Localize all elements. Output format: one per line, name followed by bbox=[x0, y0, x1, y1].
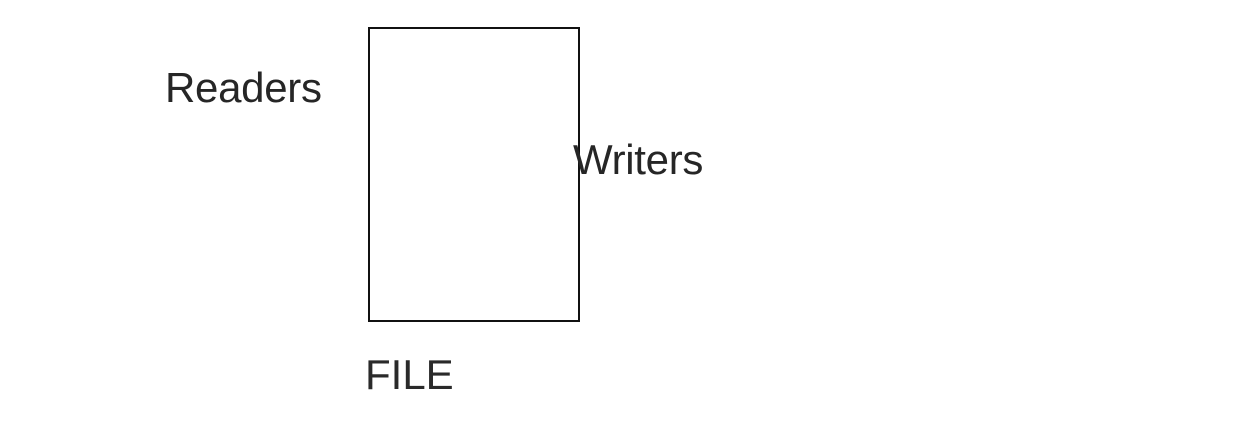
file-label: FILE bbox=[365, 351, 454, 398]
file-box bbox=[368, 27, 580, 322]
readers-label: Readers bbox=[165, 64, 322, 111]
writers-label: Writers bbox=[573, 136, 704, 183]
